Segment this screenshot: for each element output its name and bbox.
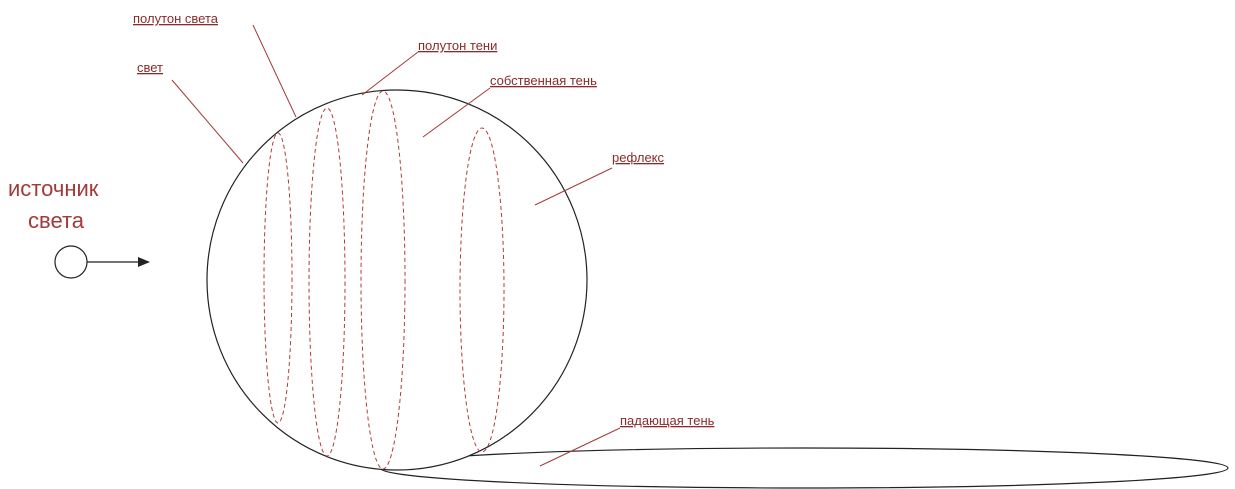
label-halftone-shadow: полутон тени (418, 38, 497, 53)
label-reflex: рефлекс (612, 150, 665, 165)
leader-halftone-shadow (362, 52, 418, 95)
cast-shadow-ellipse (380, 448, 1228, 488)
label-light: свет (137, 60, 163, 75)
label-halftone-light: полутон света (133, 11, 219, 26)
light-source-label-line1: источник (8, 176, 99, 201)
sphere (207, 90, 587, 470)
label-cast-shadow: падающая тень (620, 413, 715, 428)
arrow-head (138, 257, 150, 267)
leader-halftone-light (253, 25, 296, 117)
leader-cast-shadow (540, 428, 620, 466)
leader-light (172, 80, 243, 163)
light-source-circle (55, 246, 87, 278)
light-source-label-line2: света (28, 208, 85, 233)
label-own-shadow: собственная тень (490, 73, 597, 88)
